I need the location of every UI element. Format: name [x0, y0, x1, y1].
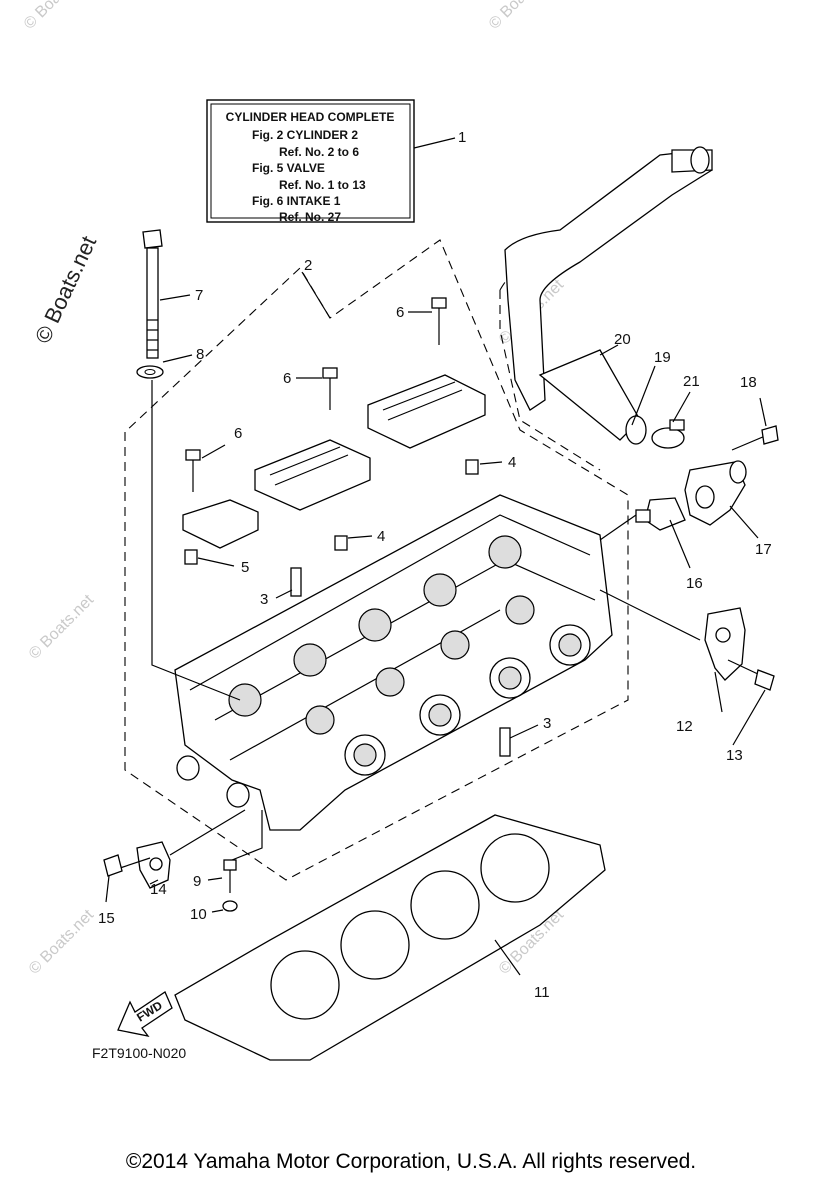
dowels [184, 459, 479, 565]
bracket-12 [704, 607, 775, 691]
callout-13: 13 [726, 747, 743, 764]
callout-11: 11 [534, 984, 550, 1001]
watermark-logo-text: © Boats.net [30, 232, 101, 347]
info-box-line: Ref. No. 27 [279, 210, 341, 224]
callout-3a: 3 [260, 591, 268, 608]
guides [290, 567, 511, 757]
callout-15: 15 [98, 910, 115, 927]
callout-12: 12 [676, 718, 693, 735]
cylinder-head [174, 494, 613, 831]
bolt-9 [222, 859, 238, 912]
callout-14: 14 [150, 881, 167, 898]
sensor-16 [635, 497, 686, 531]
callout-3b: 3 [543, 715, 551, 732]
housing-17 [684, 460, 747, 526]
callout-4a: 4 [508, 454, 516, 471]
callout-7: 7 [195, 287, 203, 304]
hose-clamp [651, 419, 685, 449]
info-box-line: Fig. 6 INTAKE 1 [252, 194, 341, 208]
callout-8: 8 [196, 346, 204, 363]
callout-18: 18 [740, 374, 757, 391]
diagram-code: F2T9100-N020 [92, 1045, 186, 1061]
leader-lines [105, 271, 767, 976]
head-bolt [136, 229, 164, 379]
info-box-line: Ref. No. 2 to 6 [279, 145, 359, 159]
callout-6b: 6 [283, 370, 291, 387]
watermark-text: © Boats.net [486, 0, 558, 33]
callout-6c: 6 [234, 425, 242, 442]
info-box-title: CYLINDER HEAD COMPLETE [226, 110, 395, 124]
cam-caps [182, 374, 486, 549]
info-box-line: Fig. 2 CYLINDER 2 [252, 128, 358, 142]
cap-bolts [185, 297, 447, 492]
callout-16: 16 [686, 575, 703, 592]
copyright-notice: ©2014 Yamaha Motor Corporation, U.S.A. A… [125, 1150, 697, 1173]
watermark-text: © Boats.net [21, 0, 93, 33]
callout-2: 2 [304, 257, 312, 274]
callout-6a: 6 [396, 304, 404, 321]
fwd-arrow: FWD [117, 991, 173, 1037]
callout-20: 20 [614, 331, 631, 348]
bracket-14 [103, 841, 171, 889]
watermark-text: © Boats.net [26, 591, 98, 663]
watermark-text: © Boats.net [26, 906, 98, 978]
callout-9: 9 [193, 873, 201, 890]
hose-assembly [504, 146, 713, 445]
callout-17: 17 [755, 541, 772, 558]
callout-19: 19 [654, 349, 671, 366]
info-box-line: Fig. 5 VALVE [252, 161, 325, 175]
bolt-18 [731, 425, 779, 451]
head-gasket [174, 814, 606, 1061]
callout-4b: 4 [377, 528, 385, 545]
callout-10: 10 [190, 906, 207, 923]
callout-1: 1 [458, 129, 466, 146]
info-box: CYLINDER HEAD COMPLETE Fig. 2 CYLINDER 2… [206, 99, 456, 224]
info-box-line: Ref. No. 1 to 13 [279, 178, 366, 192]
callout-numbers: 1 2 3 3 4 4 5 6 6 6 7 8 9 10 11 12 13 14… [98, 129, 772, 1001]
callout-21: 21 [683, 373, 700, 390]
hose-boundary [499, 199, 621, 471]
callout-5: 5 [241, 559, 249, 576]
